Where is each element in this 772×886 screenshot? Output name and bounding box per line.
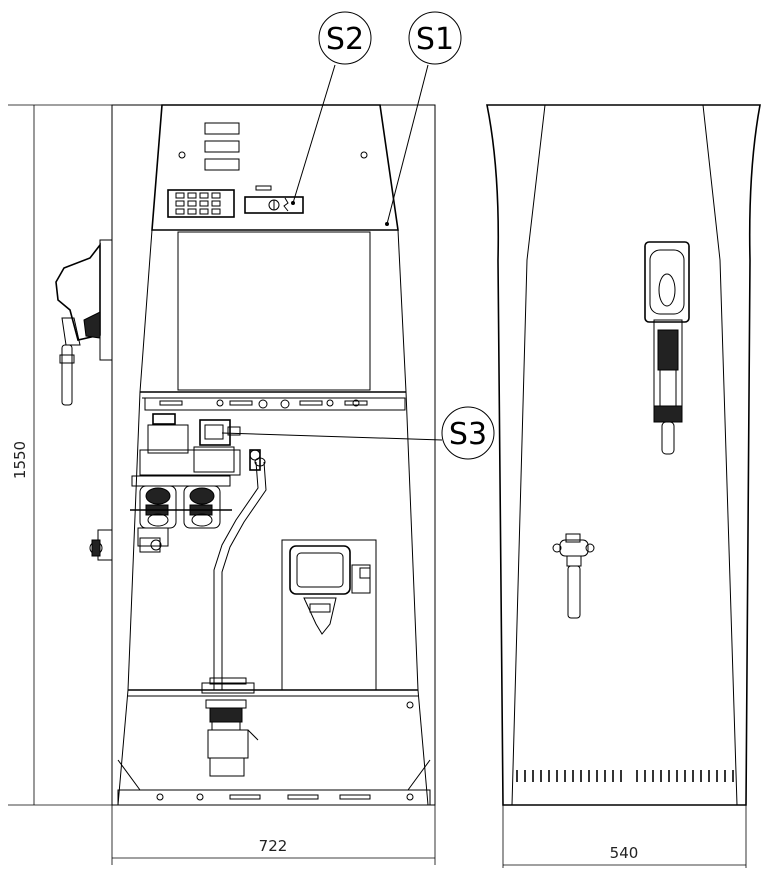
delivery-pipe — [213, 457, 267, 690]
meter-unit — [130, 475, 232, 553]
callout-s3: S3 — [221, 406, 495, 460]
side-width-dimension: 540 — [502, 805, 747, 868]
inlet-coupling — [89, 529, 113, 561]
side-view — [486, 104, 761, 806]
base-flange — [201, 682, 255, 694]
front-head-housing — [151, 104, 399, 231]
front-window-panel — [177, 231, 371, 391]
amount-display — [204, 158, 240, 171]
vent-slots — [516, 770, 734, 782]
callout-s3-label: S3 — [449, 417, 487, 452]
side-inlet — [552, 533, 595, 619]
front-width-value: 722 — [259, 837, 288, 855]
height-dimension: 1550 — [8, 104, 112, 806]
keypad — [167, 189, 235, 218]
hydraulic-top-rail — [144, 397, 406, 411]
side-width-value: 540 — [610, 844, 639, 862]
filter-housing — [281, 539, 377, 691]
inlet-pipe-bottom — [205, 699, 259, 777]
callout-s2-label: S2 — [326, 22, 364, 57]
callout-s1-label: S1 — [416, 22, 454, 57]
volume-display — [204, 140, 240, 153]
bottom-rail — [117, 759, 431, 806]
front-width-dimension: 722 — [111, 805, 436, 865]
callout-s2: S2 — [292, 11, 372, 204]
side-nozzle — [644, 241, 690, 455]
price-display — [204, 122, 240, 135]
callout-s1: S1 — [386, 11, 462, 225]
front-nozzle — [55, 239, 113, 406]
front-view — [55, 104, 436, 806]
solenoid-valve — [139, 413, 261, 476]
small-label-slot — [255, 185, 272, 191]
side-body-outline — [486, 104, 761, 806]
height-value: 1550 — [11, 441, 29, 479]
